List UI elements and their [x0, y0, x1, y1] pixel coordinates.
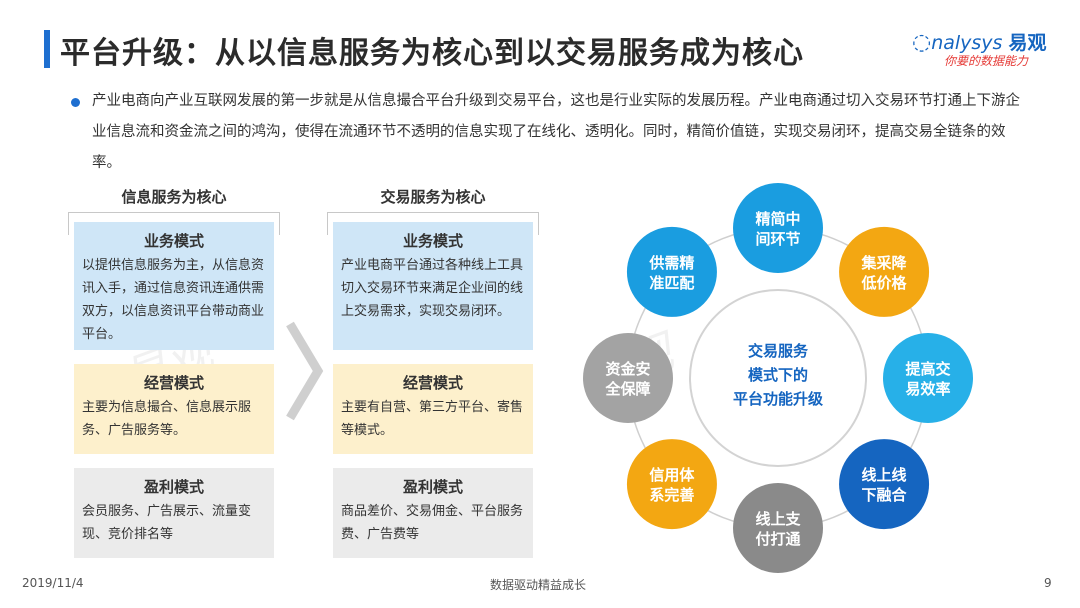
left-column-heading: 信息服务为核心 — [121, 188, 227, 206]
chevron-right-icon — [286, 321, 324, 421]
logo-mark-icon: ◌ — [912, 30, 932, 55]
logo-tagline: 你要的数据能力 — [944, 54, 1029, 68]
brand-logo: ◌nalysys 易观 你要的数据能力 — [912, 28, 1062, 72]
left-business-model-box: 业务模式 以提供信息服务为主，从信息资讯入手，通过信息资讯连通供需双方，以信息资… — [74, 222, 274, 350]
logo-brand-text: nalysys — [931, 32, 1003, 54]
left-profit-model-box: 盈利模式 会员服务、广告展示、流量变现、竞价排名等 — [74, 468, 274, 558]
cycle-node-label: 下融合 — [862, 486, 908, 504]
cycle-node-label: 线上线 — [862, 466, 907, 484]
box-body: 主要有自营、第三方平台、寄售等模式。 — [341, 400, 524, 438]
cycle-node-label: 精简中 — [755, 210, 800, 228]
cycle-node-circle — [839, 226, 930, 317]
cycle-node-label: 低价格 — [861, 274, 908, 292]
cycle-node-label: 供需精 — [648, 254, 694, 272]
cycle-node-label: 提高交 — [905, 360, 950, 378]
box-title: 盈利模式 — [402, 478, 463, 496]
intro-paragraph: 产业电商向产业互联网发展的第一步就是从信息撮合平台升级到交易平台，这也是行业实际… — [92, 93, 1020, 171]
cycle-node-label: 准匹配 — [649, 274, 694, 292]
box-title: 经营模式 — [402, 374, 463, 392]
cycle-node-label: 资金安 — [605, 360, 650, 378]
box-title: 经营模式 — [143, 374, 204, 392]
left-column-bracket — [68, 212, 280, 235]
right-column-bracket — [327, 212, 539, 235]
cycle-node-label: 付打通 — [755, 530, 800, 548]
box-body: 产业电商平台通过各种线上工具切入交易环节来满足企业间的线上交易需求，实现交易闭环… — [341, 258, 524, 319]
right-column-heading: 交易服务为核心 — [380, 188, 486, 206]
cycle-node-label: 集采降 — [861, 254, 908, 272]
center-label-line: 交易服务 — [748, 342, 809, 360]
right-business-model-box: 业务模式 产业电商平台通过各种线上工具切入交易环节来满足企业间的线上交易需求，实… — [333, 222, 533, 350]
cycle-node-circle — [733, 183, 823, 273]
bullet-icon — [71, 98, 80, 107]
page-title: 平台升级：从以信息服务为核心到以交易服务成为核心 — [60, 36, 804, 71]
cycle-nodes: 精简中间环节集采降低价格提高交易效率线上线下融合线上支付打通信用体系完善资金安全… — [583, 183, 973, 573]
title-accent-bar — [44, 30, 50, 68]
right-operation-model-box: 经营模式 主要有自营、第三方平台、寄售等模式。 — [333, 364, 533, 454]
cycle-node-label: 线上支 — [755, 510, 801, 528]
cycle-node-circle — [883, 333, 973, 423]
box-title: 盈利模式 — [143, 478, 204, 496]
center-circle — [689, 289, 867, 467]
center-label-line: 模式下的 — [748, 366, 808, 384]
cycle-node-circle — [733, 483, 823, 573]
box-title: 业务模式 — [143, 232, 204, 250]
cycle-node-circle — [626, 226, 717, 317]
cycle-node-label: 易效率 — [905, 380, 950, 398]
right-profit-model-box: 盈利模式 商品差价、交易佣金、平台服务费、广告费等 — [333, 468, 533, 558]
left-operation-model-box: 经营模式 主要为信息撮合、信息展示服务、广告服务等。 — [74, 364, 274, 454]
box-body: 主要为信息撮合、信息展示服务、广告服务等。 — [82, 400, 252, 438]
cycle-node-circle — [626, 439, 717, 530]
center-label-line: 平台功能升级 — [733, 390, 824, 408]
logo-wordmark: ◌nalysys 易观 — [912, 28, 1047, 55]
box-body: 商品差价、交易佣金、平台服务费、广告费等 — [341, 504, 524, 542]
box-body: 会员服务、广告展示、流量变现、竞价排名等 — [82, 504, 252, 542]
footer-slogan: 数据驱动精益成长 — [490, 578, 587, 592]
cycle-node-label: 间环节 — [755, 230, 800, 248]
logo-cn-text: 易观 — [1008, 32, 1047, 54]
cycle-node-circle — [839, 439, 930, 530]
footer-date: 2019/11/4 — [22, 576, 84, 590]
cycle-node-circle — [583, 333, 673, 423]
cycle-node-label: 全保障 — [604, 380, 650, 398]
cycle-node-label: 信用体 — [649, 466, 695, 484]
page-number: 9 — [1044, 576, 1052, 590]
cycle-node-label: 系完善 — [649, 486, 694, 504]
box-body: 以提供信息服务为主，从信息资讯入手，通过信息资讯连通供需双方，以信息资讯平台带动… — [82, 258, 265, 342]
box-title: 业务模式 — [402, 232, 463, 250]
